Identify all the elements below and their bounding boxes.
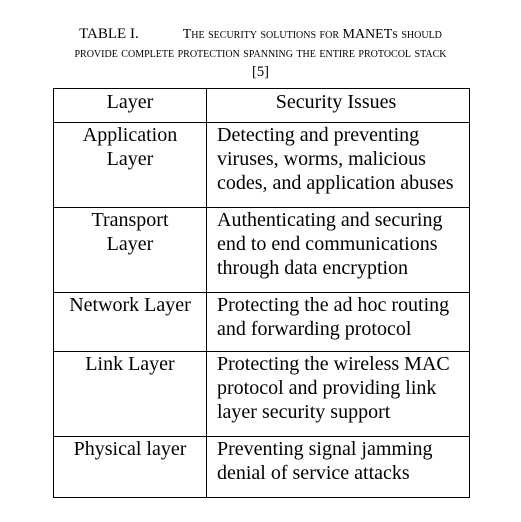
layer-cell: Transport Layer [53,207,207,293]
table-row: Application Layer Detecting and preventi… [53,122,470,208]
issue-line: Protecting the ad hoc routing [217,294,450,316]
issue-line: Protecting the wireless MAC [217,353,450,375]
issue-line: denial of service attacks [217,462,410,484]
layer-name-line: Transport [91,209,169,231]
layer-cell: Physical layer [53,436,207,498]
table-number: TABLE I. [79,26,139,42]
layer-cell: Network Layer [53,292,207,352]
issues-cell: Protecting the wireless MAC protocol and… [206,351,470,437]
issues-cell: Authenticating and securing end to end c… [206,207,470,293]
table-row: Physical layer Preventing signal jamming… [53,436,470,498]
issue-line: Preventing signal jamming [217,438,433,460]
layer-name-line: Physical layer [73,438,187,460]
header-layer: Layer [53,88,207,123]
layer-name-line: Network Layer [69,294,191,316]
issue-line: protocol and providing link [217,377,437,399]
issue-line: codes, and application abuses [217,172,454,194]
caption-title-line-2: provide complete protection spanning the… [74,46,447,61]
layer-name-line: Application [82,124,178,146]
issue-line: layer security support [217,401,391,423]
layer-name-line: Layer [106,148,154,170]
caption-line-1: TABLE I. The security solutions for MANET… [0,24,521,44]
table-row: Transport Layer Authenticating and secur… [53,207,470,293]
layer-name-line: Layer [106,233,154,255]
header-security-issues: Security Issues [206,88,470,123]
issue-line: Authenticating and securing [217,209,443,231]
caption-reference: [5] [252,64,269,80]
issues-cell: Detecting and preventing viruses, worms,… [206,122,470,208]
table-header-row: Layer Security Issues [53,88,470,123]
layer-name-line: Link Layer [85,353,175,375]
layer-cell: Application Layer [53,122,207,208]
issue-line: and forwarding protocol [217,318,412,340]
table-row: Link Layer Protecting the wireless MAC p… [53,351,470,437]
issue-line: through data encryption [217,257,409,279]
issues-cell: Preventing signal jamming denial of serv… [206,436,470,498]
issue-line: end to end communications [217,233,438,255]
issue-line: viruses, worms, malicious [217,148,426,170]
layer-cell: Link Layer [53,351,207,437]
table-row: Network Layer Protecting the ad hoc rout… [53,292,470,352]
caption-title-line-1: The security solutions for MANETs should [182,27,442,42]
issue-line: Detecting and preventing [217,124,420,146]
table-caption: TABLE I. The security solutions for MANET… [0,24,521,82]
security-issues-table: Layer Security Issues Application Layer … [53,88,470,498]
issues-cell: Protecting the ad hoc routing and forwar… [206,292,470,352]
